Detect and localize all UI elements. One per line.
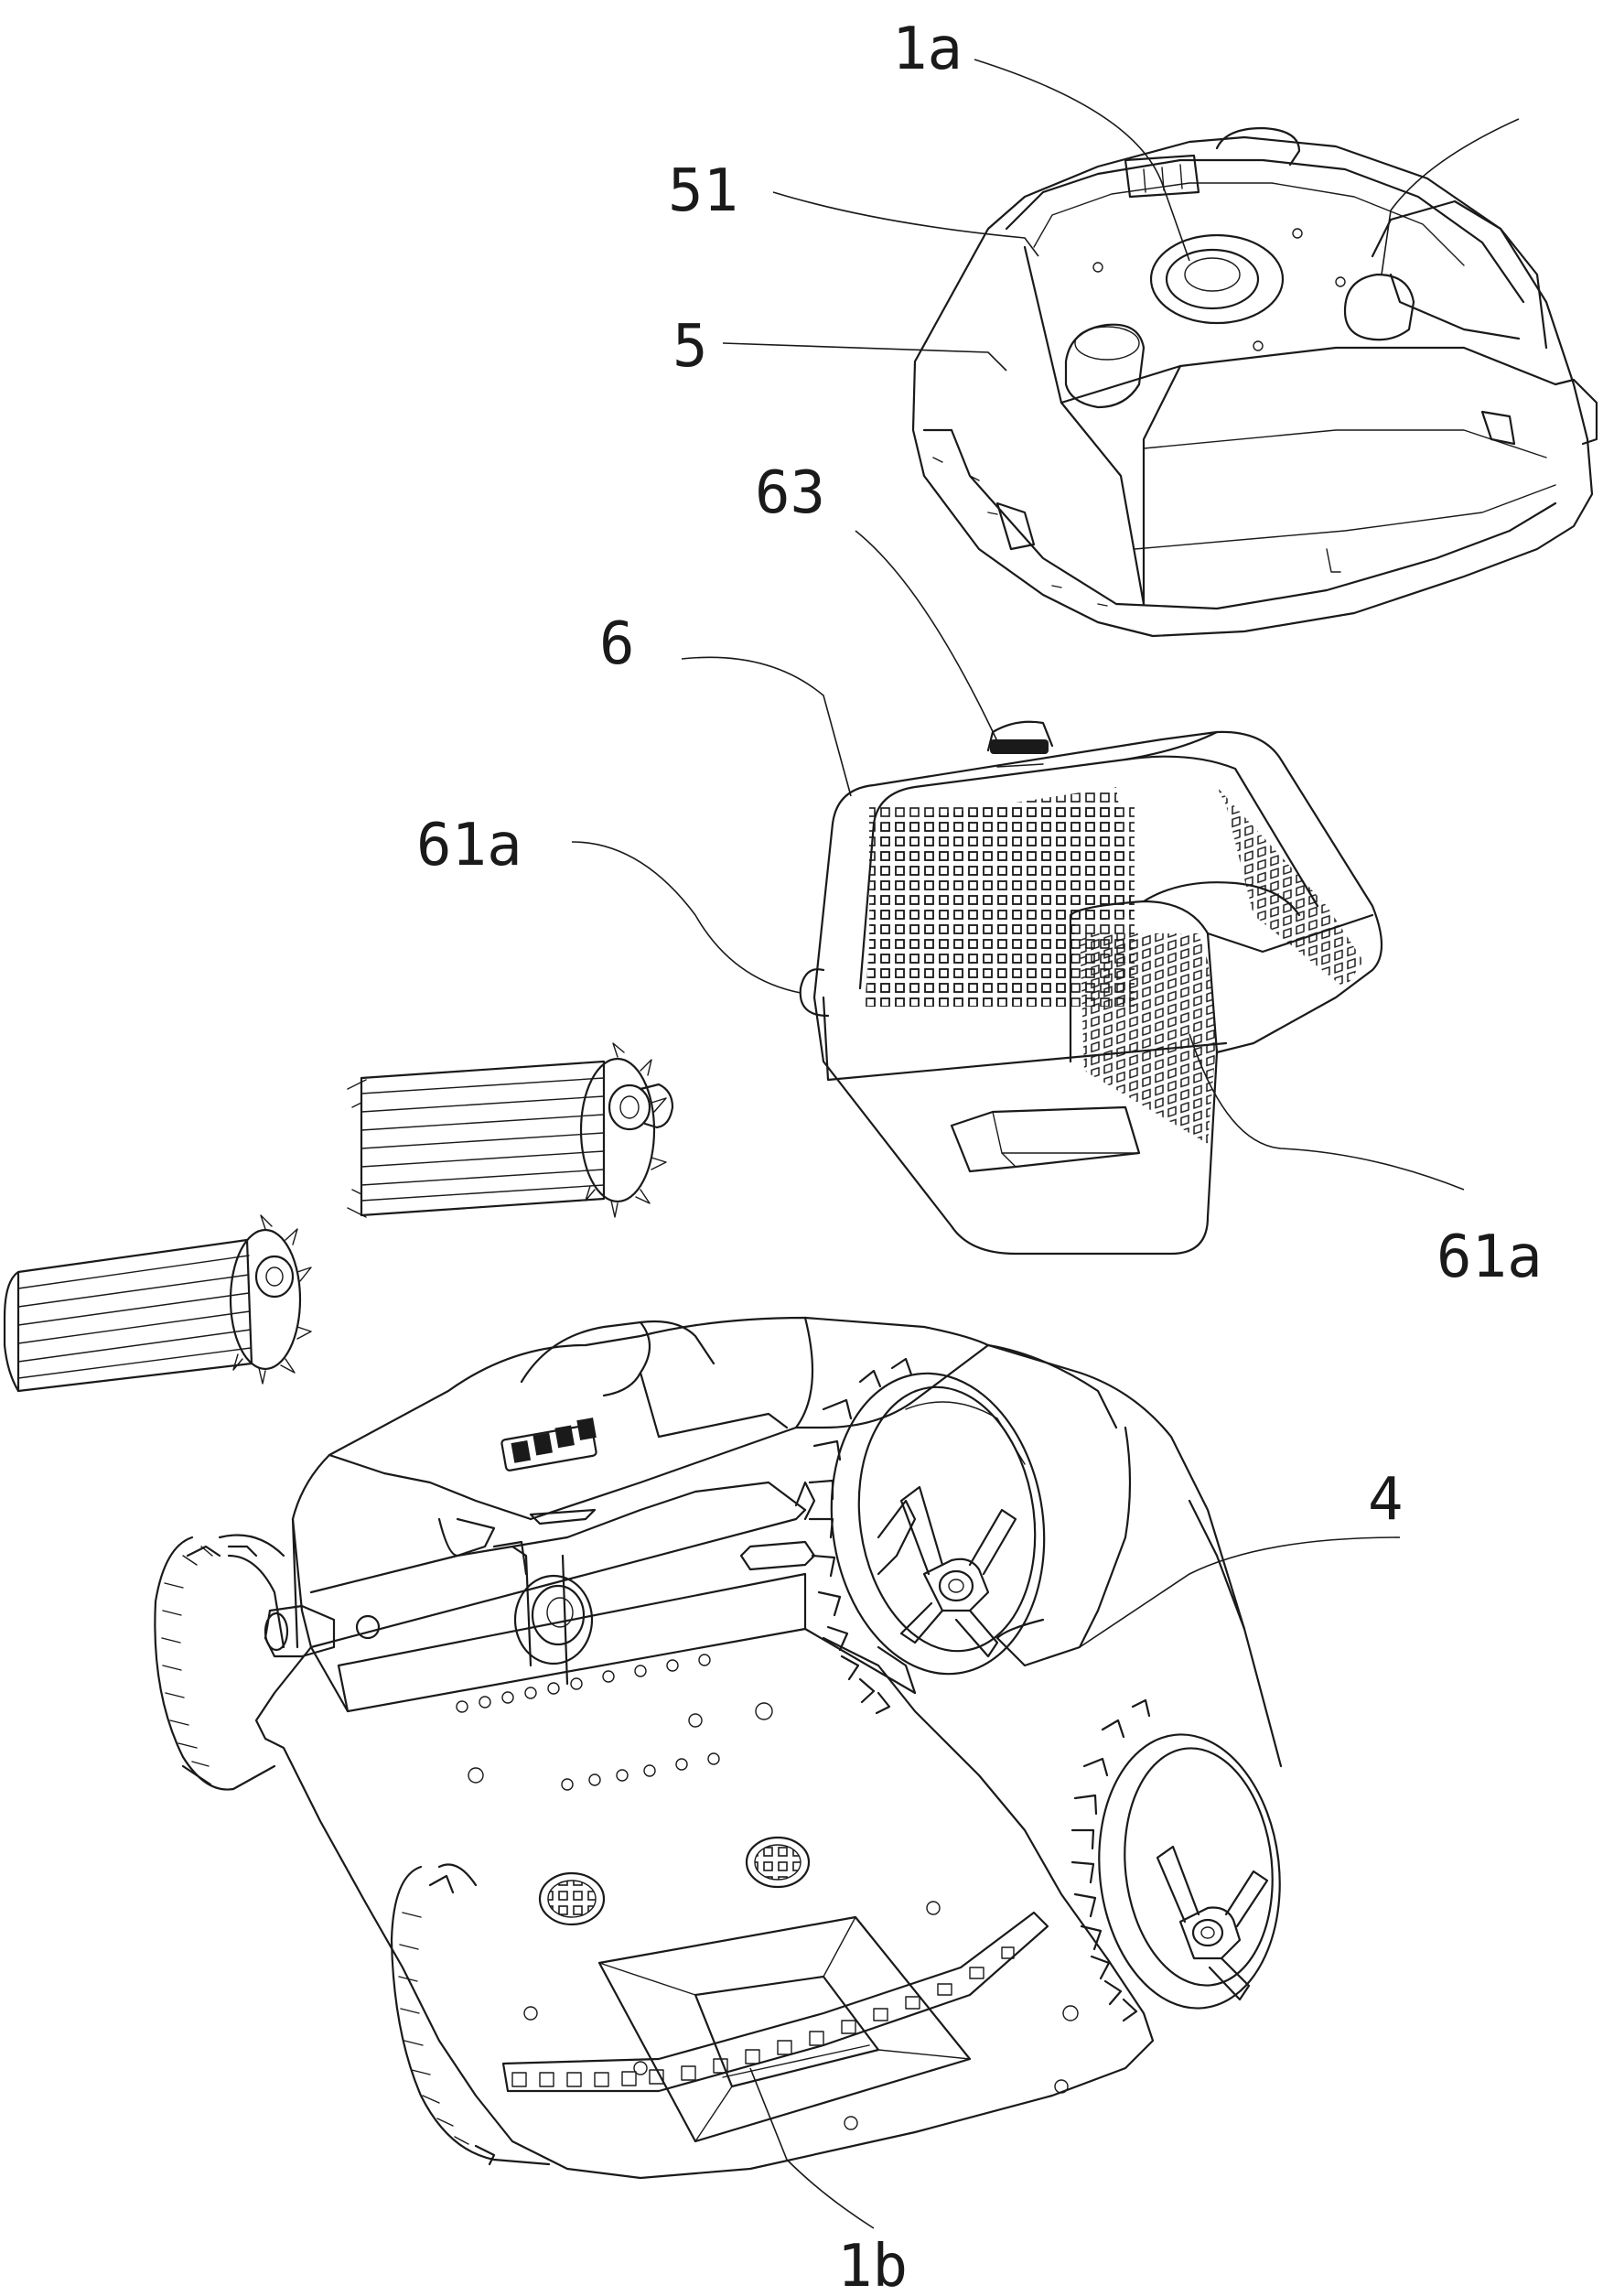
label-1b: 1b [837, 2233, 908, 2296]
robot-body-part-4 [254, 1316, 1283, 2180]
label-6: 6 [599, 610, 635, 678]
label-1a: 1a [892, 16, 963, 83]
wheel-right-front [808, 1357, 1046, 1715]
label-51: 51 [668, 157, 738, 225]
brush-roller-lower [3, 1214, 312, 1393]
label-61a-left: 61a [416, 812, 522, 879]
label-61a-right: 61a [1436, 1223, 1543, 1291]
wheel-right-rear [1070, 1698, 1281, 2022]
label-5: 5 [672, 313, 708, 381]
filter-basket-part-6 [799, 720, 1382, 1256]
label-63: 63 [755, 459, 825, 527]
wheel-left-front [154, 1534, 285, 1791]
reference-labels: 1a 51 5 63 6 61a 61a 4 1b [416, 16, 1543, 2296]
brush-roller-upper [347, 1042, 674, 1218]
top-cover-part-5 [911, 126, 1598, 638]
leader-lines [571, 59, 1520, 2229]
label-4: 4 [1368, 1466, 1404, 1534]
wheel-left-rear [390, 1863, 551, 2166]
